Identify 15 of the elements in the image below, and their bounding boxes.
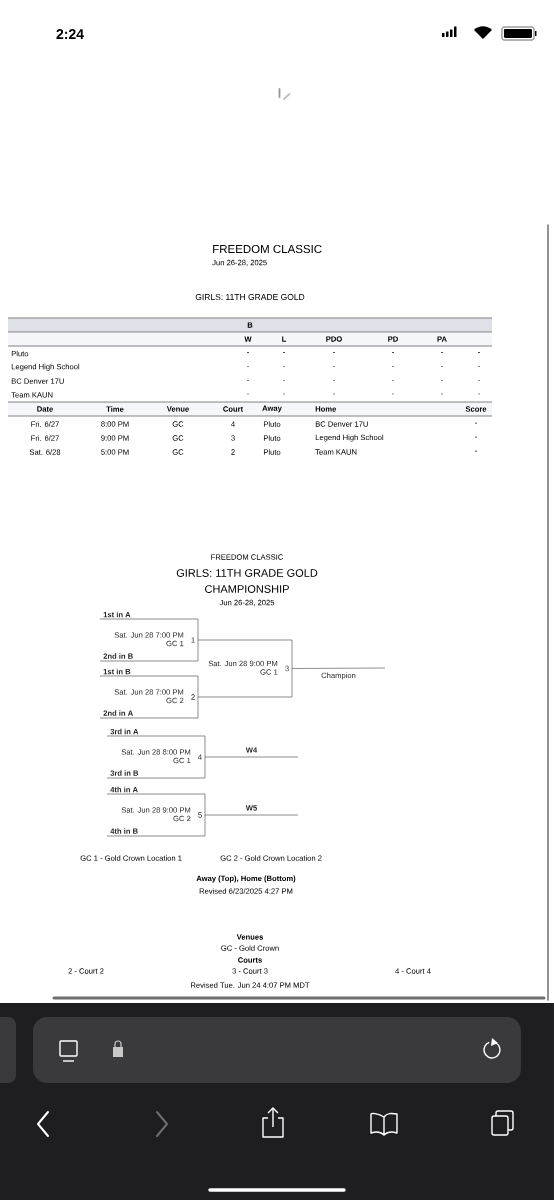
bracket-line — [197, 696, 293, 698]
bracket-line — [204, 756, 299, 758]
status-time: 2:24 — [56, 29, 84, 39]
bracket-line — [197, 639, 293, 641]
bracket-match — [208, 639, 293, 698]
bracket-match — [99, 611, 199, 662]
bracket-match — [99, 668, 199, 719]
event-title: FREEDOM CLASSIC — [213, 244, 322, 254]
division-title: GIRLS: 11TH GRADE GOLD — [176, 569, 318, 577]
bracket-match — [106, 786, 206, 837]
bracket-match — [106, 728, 206, 779]
bracket-line — [204, 814, 299, 816]
bracket-line — [291, 667, 386, 669]
division-title: GIRLS: 11TH GRADE GOLD — [195, 294, 305, 300]
bracket-title: CHAMPIONSHIP — [205, 585, 289, 593]
